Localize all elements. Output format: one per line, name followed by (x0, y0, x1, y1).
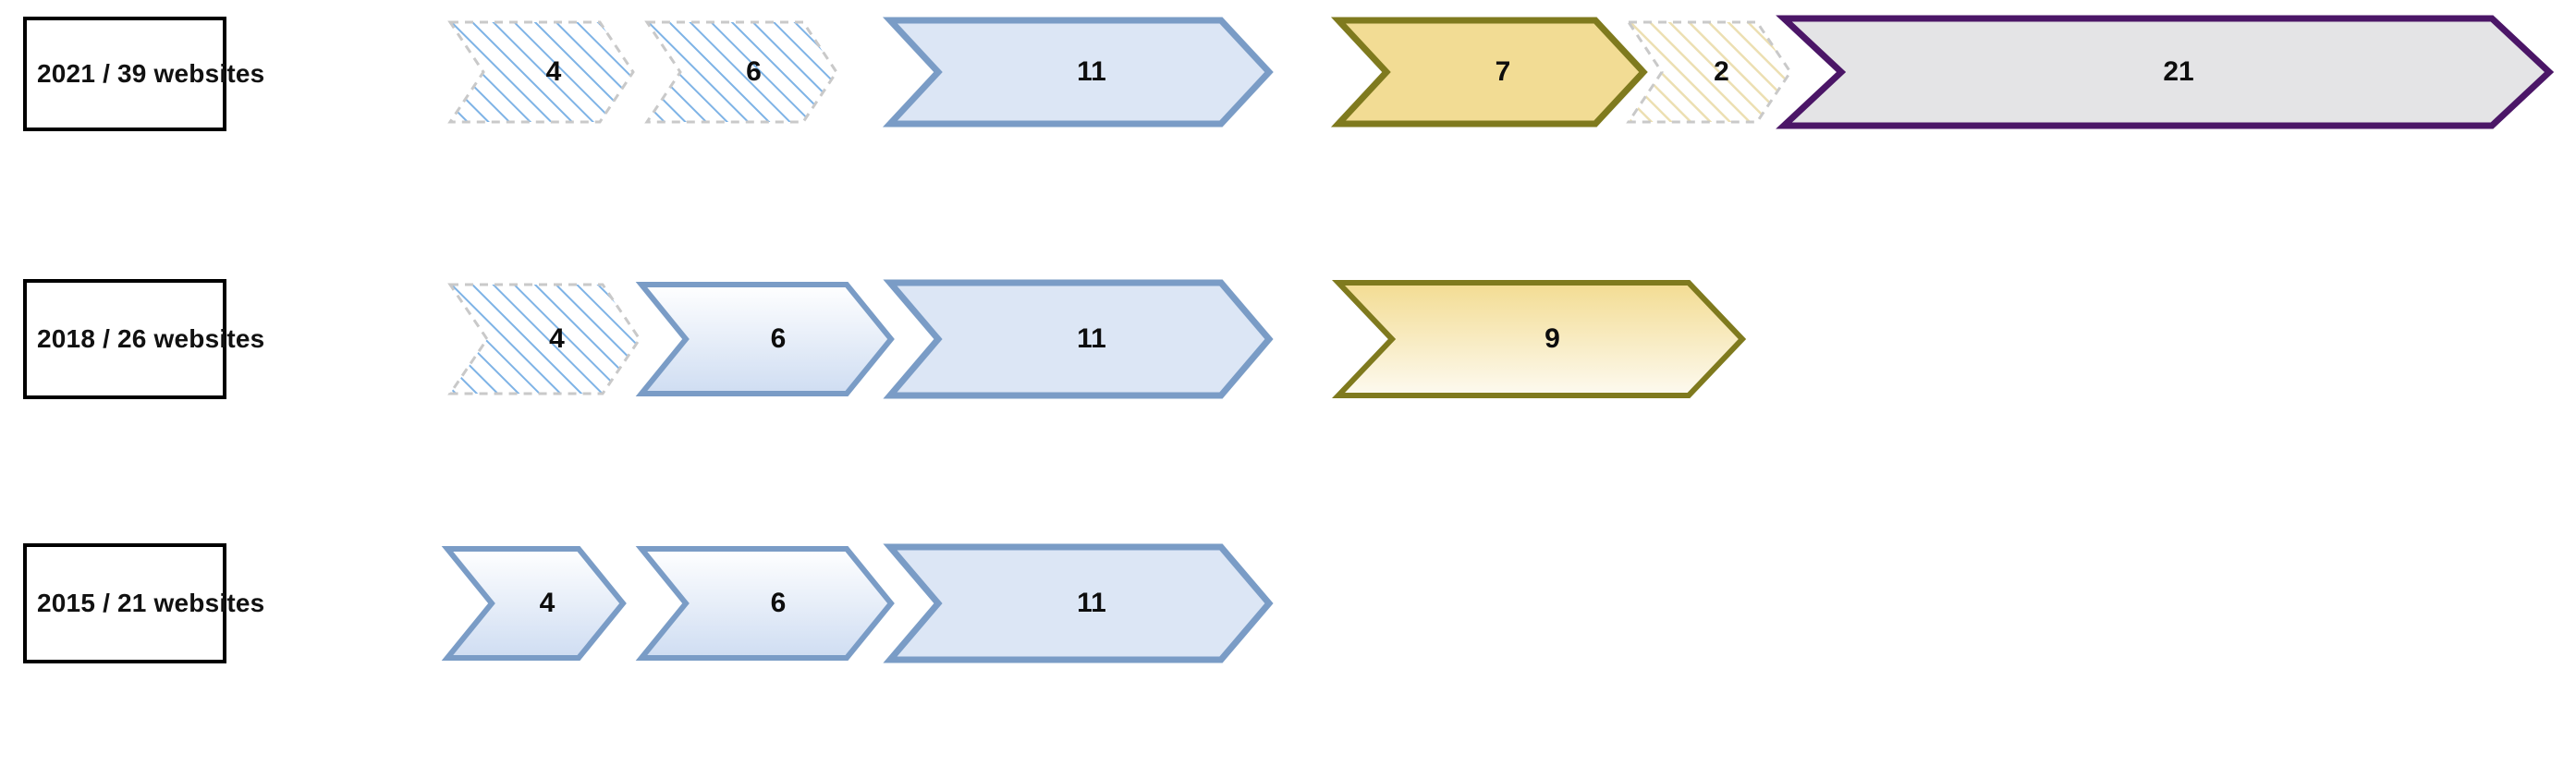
chevron-step-2015-1[interactable]: 4 (441, 546, 627, 661)
row-label-text-2021: 2021 / 39 websites (37, 59, 265, 88)
chevron-step-2021-4[interactable]: 7 (1330, 17, 1648, 128)
chevron-step-2018-4[interactable]: 9 (1332, 280, 1747, 398)
chevron-step-2021-5[interactable]: 2 (1626, 20, 1792, 124)
chevron-step-2021-3[interactable]: 11 (882, 17, 1274, 128)
row-label-box-2015: 2015 / 21 websites (23, 543, 264, 663)
chevron-step-2021-2[interactable]: 6 (644, 20, 838, 124)
chevron-step-2018-3[interactable]: 11 (883, 279, 1274, 399)
row-label-box-2021: 2021 / 39 websites (23, 17, 264, 131)
diagram-row-2015: 2015 / 21 websites 4 6 11 (0, 527, 2576, 778)
chevron-step-2018-2[interactable]: 6 (635, 282, 895, 396)
diagram-row-2018: 2018 / 26 websites 4 (0, 259, 2576, 527)
diagram-row-2021: 2021 / 39 websites 4 (0, 0, 2576, 259)
chevron-step-2018-1[interactable]: 4 (447, 283, 641, 395)
chevron-track-2015: 4 6 11 (0, 527, 2576, 778)
chevron-step-2021-1[interactable]: 4 (447, 20, 635, 124)
chevron-step-2015-3[interactable]: 11 (883, 543, 1274, 663)
chevron-step-2021-6[interactable]: 21 (1776, 15, 2555, 129)
row-label-box-2018: 2018 / 26 websites (23, 279, 264, 399)
chevron-track-2021: 4 6 11 7 (0, 0, 2576, 259)
row-label-text-2018: 2018 / 26 websites (37, 324, 265, 353)
chevron-step-2015-2[interactable]: 6 (635, 546, 895, 661)
chevron-track-2018: 4 6 11 (0, 259, 2576, 527)
row-label-text-2015: 2015 / 21 websites (37, 589, 265, 617)
